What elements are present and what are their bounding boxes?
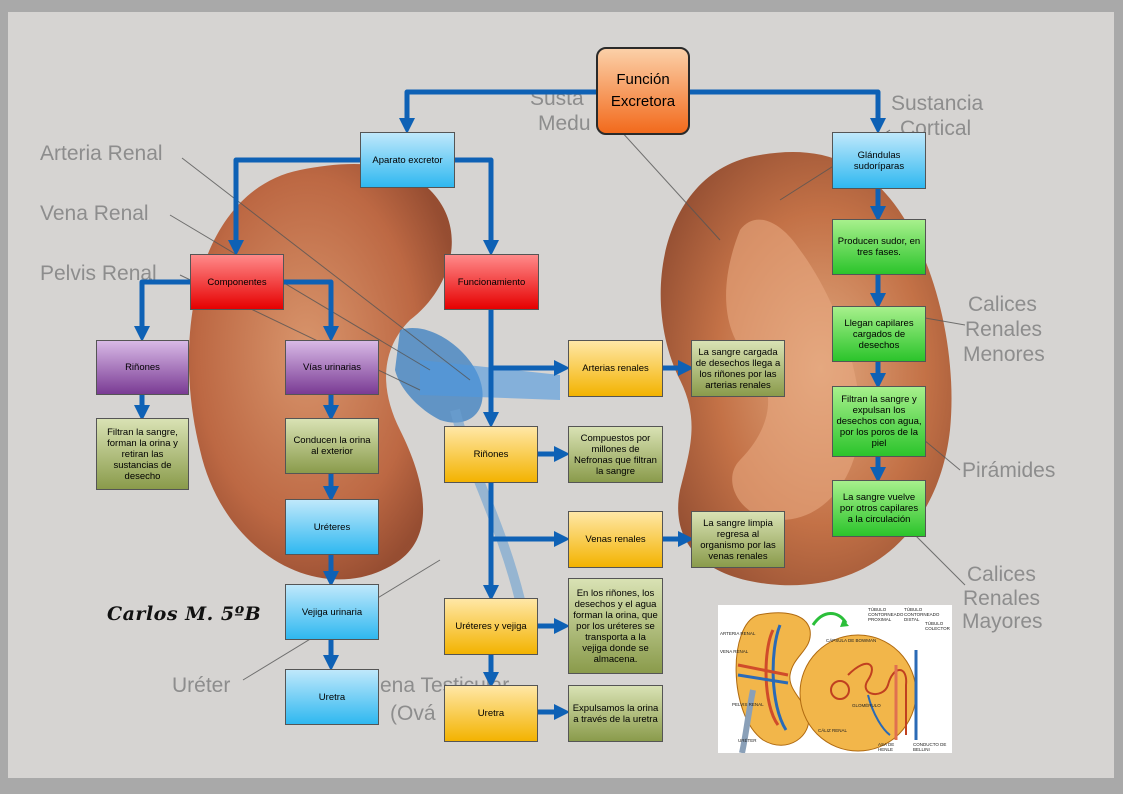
- inset-label-caliz: CÁLIZ RENAL: [818, 728, 848, 733]
- arrow-componentes-rinones: [133, 279, 190, 343]
- node-arterias-descripcion: La sangre cargada de desechos llega a lo…: [691, 340, 785, 397]
- node-aparato-excretor: Aparato excretor: [360, 132, 455, 188]
- title-line-2: Excretora: [610, 93, 676, 110]
- node-rinones-componentes: Riñones: [96, 340, 189, 395]
- node-uretra-funcionamiento: Uretra: [444, 685, 538, 742]
- node-sangre-vuelve: La sangre vuelve por otros capilares a l…: [832, 480, 926, 537]
- label-sustancia-cortical-1: Sustancia: [891, 92, 984, 115]
- node-rinones-funcionamiento: Riñones: [444, 426, 538, 483]
- inset-label-tubulo-proximal: TÚBULO CONTORNEADO PROXIMAL: [868, 607, 904, 622]
- node-filtran-piel: Filtran la sangre y expulsan los desecho…: [832, 386, 926, 457]
- arrow-title-glandulas: [690, 89, 887, 135]
- title-box: Función Excretora: [596, 47, 690, 135]
- label-ureter: Uréter: [172, 674, 231, 697]
- node-venas-descripcion: La sangre limpia regresa al organismo po…: [691, 511, 785, 568]
- inset-label-capsula: CÁPSULA DE BOWMAN: [826, 638, 877, 643]
- nephron-inset: ARTERIA RENAL VENA RENAL PELVIS RENAL UR…: [718, 605, 952, 753]
- label-pelvis-renal: Pelvis Renal: [40, 262, 157, 285]
- node-uretra-componentes: Uretra: [285, 669, 379, 725]
- node-venas-renales: Venas renales: [568, 511, 663, 568]
- label-calices-mayores-1: Calices: [967, 563, 1036, 586]
- author-signature: Carlos M. 5ºB: [107, 603, 262, 625]
- node-rinones-descripcion: Compuestos por millones de Nefronas que …: [568, 426, 663, 483]
- inset-label-glomerulo: GLOMÉRULO: [852, 703, 881, 708]
- node-vias-urinarias: Vías urinarias: [285, 340, 379, 395]
- node-uretra-descripcion: Expulsamos la orina a través de la uretr…: [568, 685, 663, 742]
- arrow-aparato-componentes: [227, 157, 360, 257]
- inset-label-asa: ASA DE HENLE: [878, 742, 895, 752]
- inset-label-tubulo-colector: TÚBULO COLECTOR: [925, 621, 950, 631]
- nephron-drawing: [735, 612, 918, 753]
- inset-label-tubulo-distal: TÚBULO CONTORNEADO DISTAL: [904, 607, 940, 622]
- label-calices-menores-1: Calices: [968, 293, 1037, 316]
- node-filtran-sangre: Filtran la sangre, forman la orina y ret…: [96, 418, 189, 490]
- node-funcionamiento: Funcionamiento: [444, 254, 539, 310]
- label-vena-renal: Vena Renal: [40, 202, 149, 225]
- node-ureteres: Uréteres: [285, 499, 379, 555]
- node-producen-sudor: Producen sudor, en tres fases.: [832, 219, 926, 275]
- arrow-aparato-funcionamiento: [455, 157, 500, 257]
- node-arterias-renales: Arterias renales: [568, 340, 663, 397]
- inset-label-conducto: CONDUCTO DE BELLINI: [913, 742, 947, 752]
- label-calices-mayores-3: Mayores: [962, 610, 1043, 633]
- label-piramides: Pirámides: [962, 459, 1056, 482]
- node-ureteres-vejiga: Uréteres y vejiga: [444, 598, 538, 655]
- label-calices-mayores-2: Renales: [963, 587, 1041, 610]
- inset-label-vena: VENA RENAL: [720, 649, 749, 654]
- node-ureteres-vejiga-descripcion: En los riñones, los desechos y el agua f…: [568, 578, 663, 674]
- inset-label-ureter: URÉTER: [738, 738, 757, 743]
- node-llegan-capilares: Llegan capilares cargados de desechos: [832, 306, 926, 362]
- inset-label-pelvis: PELVIS RENAL: [732, 702, 764, 707]
- title-line-1: Función: [616, 71, 670, 88]
- node-glandulas-sudoriparas: Glándulas sudoríparas: [832, 132, 926, 189]
- node-vejiga-urinaria: Vejiga urinaria: [285, 584, 379, 640]
- node-conducen-orina: Conducen la orina al exterior: [285, 418, 379, 474]
- label-calices-menores-2: Renales: [965, 318, 1043, 341]
- arrow-title-aparato: [398, 89, 596, 135]
- node-componentes: Componentes: [190, 254, 284, 310]
- label-calices-menores-3: Menores: [963, 343, 1045, 366]
- label-vena-testicular-2: (Ová: [390, 702, 436, 725]
- label-arteria-renal: Arteria Renal: [40, 142, 163, 165]
- arrow-componentes-vias: [284, 279, 340, 343]
- inset-label-arteria: ARTERIA RENAL: [720, 631, 756, 636]
- label-sustancia-medular-2: Medu: [538, 112, 591, 135]
